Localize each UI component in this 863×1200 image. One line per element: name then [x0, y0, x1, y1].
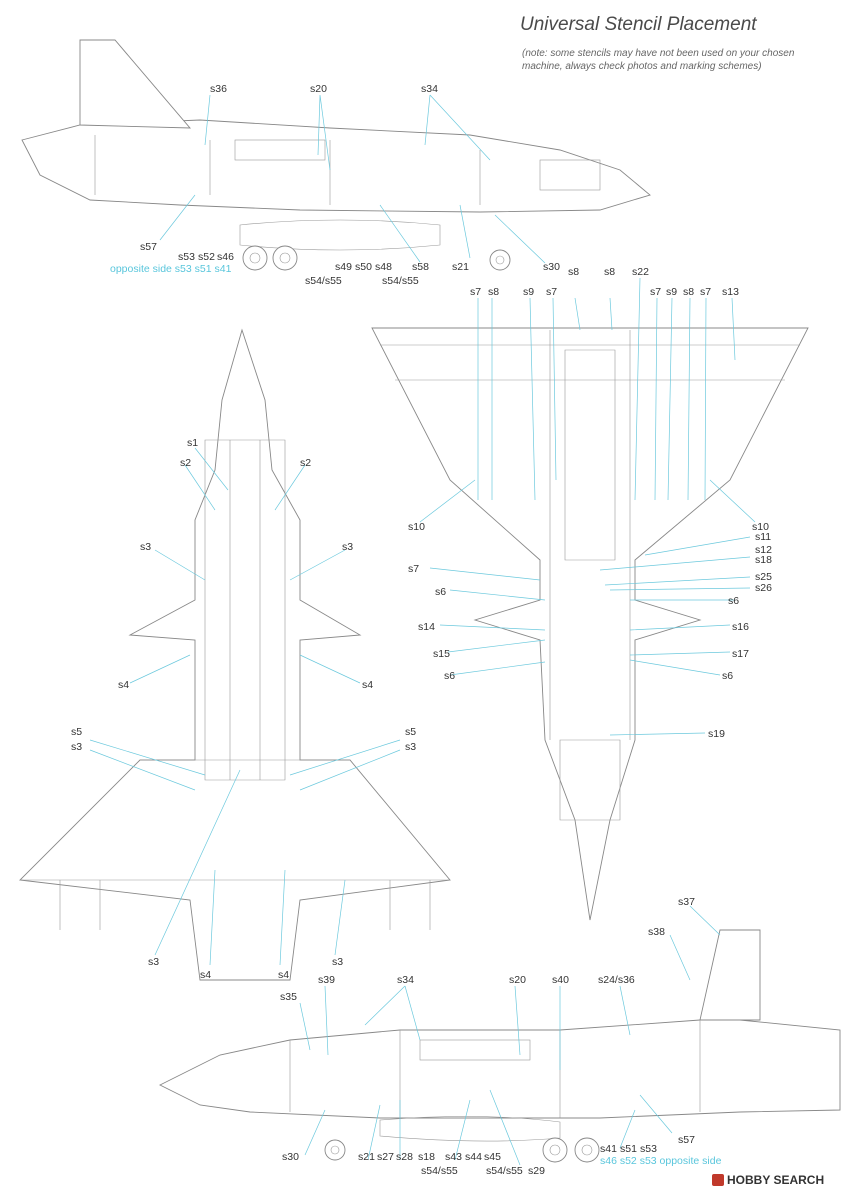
label-s2: s2	[180, 457, 191, 469]
label-s3: s3	[71, 741, 82, 753]
label-s39: s39	[318, 974, 335, 986]
label-s3: s3	[148, 956, 159, 968]
label-s1: s1	[187, 437, 198, 449]
page-note: (note: some stencils may have not been u…	[522, 48, 795, 72]
label-s46: s46	[217, 251, 234, 263]
label-s38: s38	[648, 926, 665, 938]
label-s36: s36	[210, 83, 227, 95]
label-s3: s3	[332, 956, 343, 968]
label-s7: s7	[650, 286, 661, 298]
label-s7: s7	[408, 563, 419, 575]
label-s25: s25	[755, 571, 772, 583]
label-s10: s10	[408, 521, 425, 533]
label-s40: s40	[552, 974, 569, 986]
opposite-side-label: s46 s52 s53 opposite side	[600, 1155, 722, 1167]
label-s10: s10	[752, 521, 769, 533]
label-s21: s21	[452, 261, 469, 273]
label-s50: s50	[355, 261, 372, 273]
label-s12: s12	[755, 544, 772, 556]
label-s7: s7	[700, 286, 711, 298]
label-s24-s36: s24/s36	[598, 974, 635, 986]
label-s20: s20	[509, 974, 526, 986]
label-s5: s5	[71, 726, 82, 738]
label-s53: s53	[178, 251, 195, 263]
label-s57: s57	[140, 241, 157, 253]
label-s28: s28	[396, 1151, 413, 1163]
label-s19: s19	[708, 728, 725, 740]
label-s13: s13	[722, 286, 739, 298]
label-s37: s37	[678, 896, 695, 908]
label-s22: s22	[632, 266, 649, 278]
label-s41: s41	[600, 1143, 617, 1155]
label-s49: s49	[335, 261, 352, 273]
page-title: Universal Stencil Placement	[520, 14, 757, 35]
label-s54-s55: s54/s55	[305, 275, 342, 287]
label-s6: s6	[444, 670, 455, 682]
label-s11: s11	[755, 531, 771, 543]
label-s54-s55: s54/s55	[421, 1165, 458, 1177]
label-s48: s48	[375, 261, 392, 273]
label-s2: s2	[300, 457, 311, 469]
label-s43: s43	[445, 1151, 462, 1163]
label-s8: s8	[683, 286, 694, 298]
label-s53: s53	[640, 1143, 657, 1155]
label-s5: s5	[405, 726, 416, 738]
side-view-top: s36 s20 s34 s57 s53 s52 s46 s49 s50 s48 …	[21, 39, 651, 287]
label-s44: s44	[465, 1151, 482, 1163]
label-s17: s17	[732, 648, 749, 660]
label-s3: s3	[140, 541, 151, 553]
label-s8: s8	[488, 286, 499, 298]
label-s30: s30	[282, 1151, 299, 1163]
label-s15: s15	[433, 648, 450, 660]
label-s7: s7	[546, 286, 557, 298]
label-s26: s26	[755, 582, 772, 594]
label-s4: s4	[278, 969, 289, 981]
label-s35: s35	[280, 991, 297, 1003]
label-s3: s3	[405, 741, 416, 753]
label-s6: s6	[728, 595, 739, 607]
label-s3: s3	[342, 541, 353, 553]
opposite-side-label: opposite side s53 s51 s41	[110, 263, 232, 275]
label-s29: s29	[528, 1165, 545, 1177]
label-s45: s45	[484, 1151, 501, 1163]
label-s18: s18	[755, 554, 772, 566]
logo-icon	[712, 1174, 724, 1186]
label-s57: s57	[678, 1134, 695, 1146]
label-s6: s6	[722, 670, 733, 682]
label-s30: s30	[543, 261, 560, 273]
label-s8: s8	[604, 266, 615, 278]
label-s8: s8	[568, 266, 579, 278]
side-view-bottom: s37 s38 s39 s34 s20 s40 s24/s36 s35 s57 …	[158, 896, 841, 1177]
label-s52: s52	[198, 251, 215, 263]
label-s6: s6	[435, 586, 446, 598]
label-s54-s55: s54/s55	[382, 275, 419, 287]
label-s51: s51	[620, 1143, 637, 1155]
bottom-view: s7 s8 s9 s7 s8 s8 s22 s7 s9 s8 s7 s13 s1…	[371, 266, 809, 921]
label-s27: s27	[377, 1151, 394, 1163]
label-s4: s4	[362, 679, 373, 691]
label-s58: s58	[412, 261, 429, 273]
label-s20: s20	[310, 83, 327, 95]
label-s18: s18	[418, 1151, 435, 1163]
label-s4: s4	[118, 679, 129, 691]
label-s34: s34	[397, 974, 414, 986]
top-view: s1 s2 s2 s3 s3 s4 s4 s5 s3 s5 s3 s3 s4 s…	[19, 328, 451, 981]
label-s7: s7	[470, 286, 481, 298]
label-s9: s9	[666, 286, 677, 298]
label-s4: s4	[200, 969, 211, 981]
label-s34: s34	[421, 83, 438, 95]
label-s16: s16	[732, 621, 749, 633]
watermark-logo: HOBBY SEARCH	[712, 1173, 824, 1187]
label-s14: s14	[418, 621, 435, 633]
label-s9: s9	[523, 286, 534, 298]
label-s21: s21	[358, 1151, 375, 1163]
label-s54-s55: s54/s55	[486, 1165, 523, 1177]
